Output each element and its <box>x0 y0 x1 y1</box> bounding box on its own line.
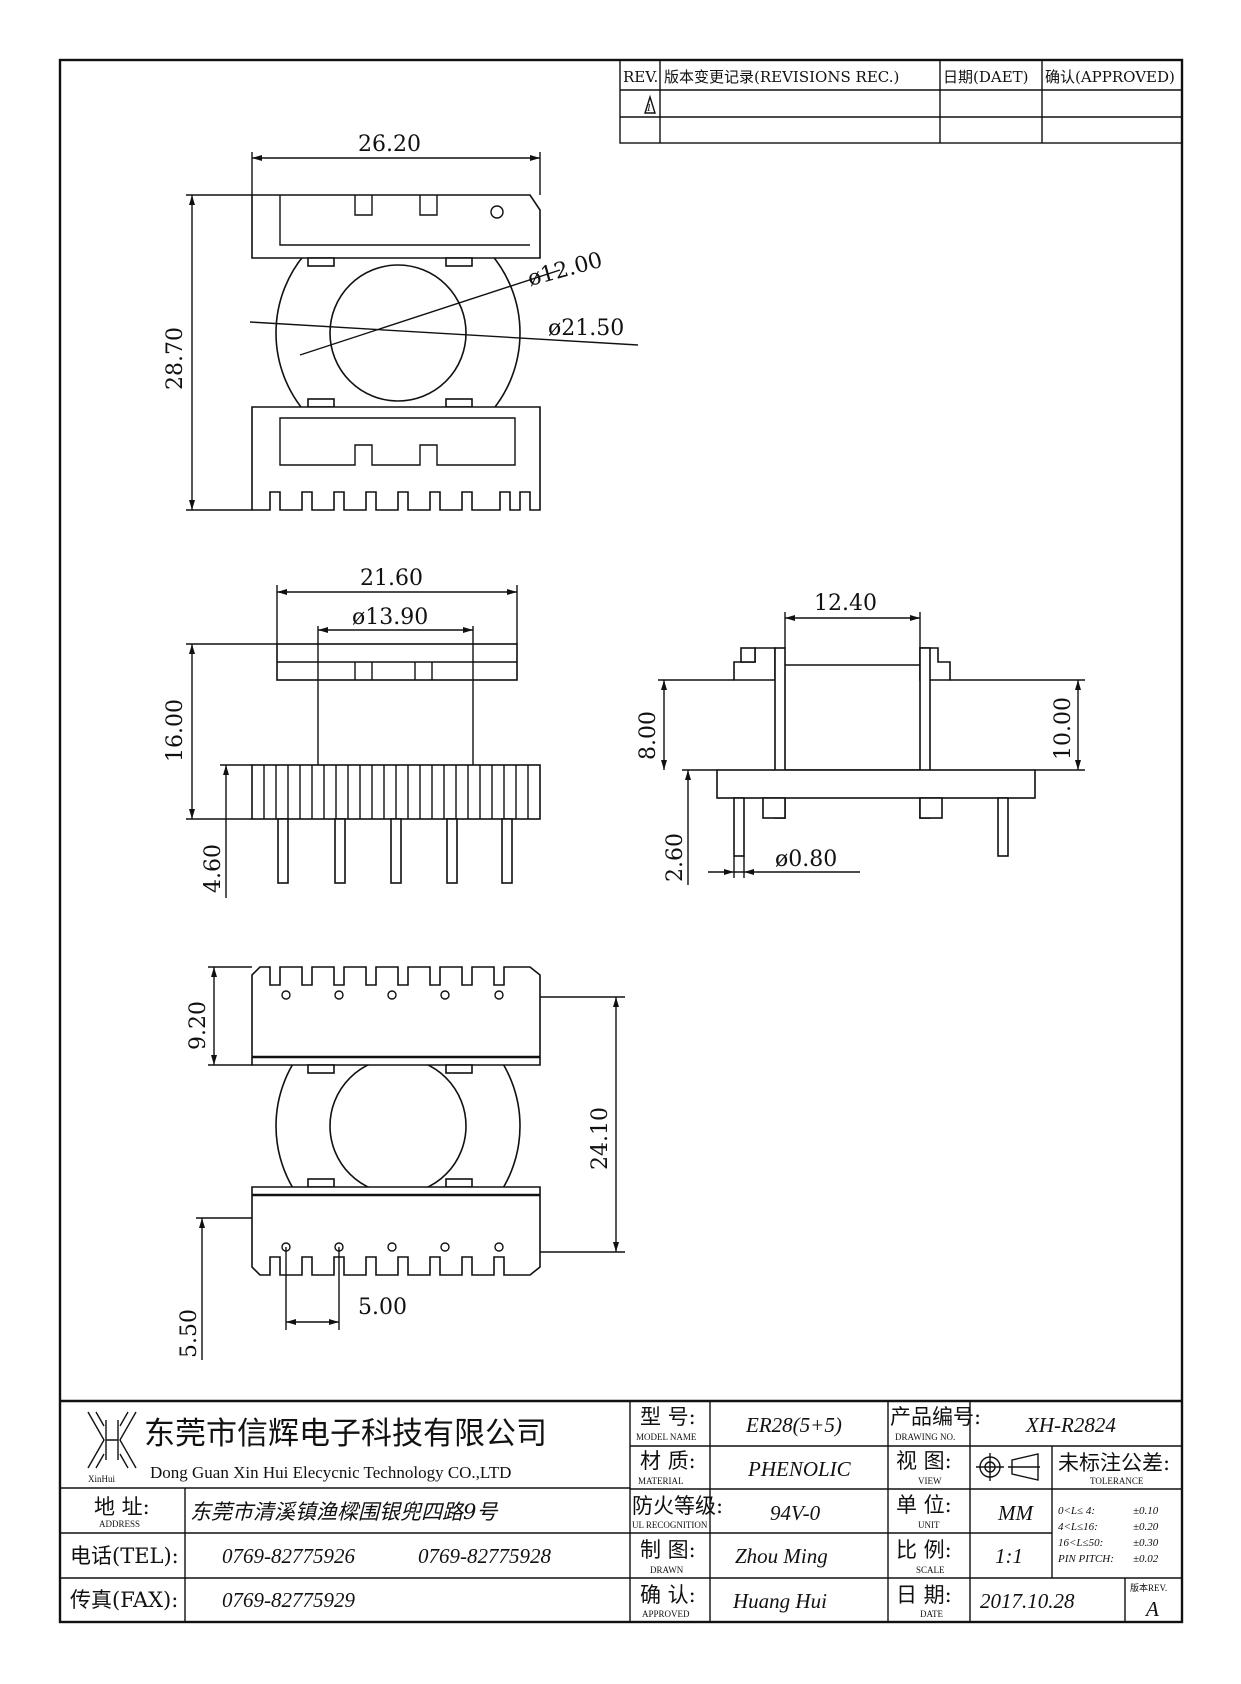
material-label: 材 质: <box>640 1449 696 1473</box>
ul-value: 94V-0 <box>770 1501 821 1525</box>
model-label: 型 号: <box>640 1405 696 1429</box>
drawing-no-value: XH-R2824 <box>1025 1413 1116 1437</box>
tolerance-range: 4<L≤16: <box>1058 1521 1098 1533</box>
material-label-en: MATERIAL <box>638 1476 684 1486</box>
rev-value: A <box>1144 1597 1159 1621</box>
approved-label: 确 认: <box>640 1583 696 1607</box>
address-value: 东莞市清溪镇渔樑围银兜四路9号 <box>190 1500 498 1524</box>
material-value: PHENOLIC <box>747 1457 852 1481</box>
date-label-en: DATE <box>920 1609 943 1619</box>
ul-label-en: UL RECOGNITION <box>632 1520 708 1530</box>
dim-side-pin: 2.60 <box>663 833 688 882</box>
front-view: 21.60 ø13.90 16.00 4.60 <box>163 566 541 898</box>
tolerance-value: ±0.20 <box>1133 1521 1159 1533</box>
scale-value: 1:1 <box>995 1544 1023 1568</box>
date-header: 日期(DAET) <box>943 68 1029 86</box>
tolerance-value: ±0.02 <box>1133 1553 1159 1565</box>
tel-label: 电话(TEL): <box>70 1544 179 1568</box>
company-name-en: Dong Guan Xin Hui Elecycnic Technology C… <box>150 1463 511 1482</box>
fax-value: 0769-82775929 <box>222 1588 355 1612</box>
unit-label: 单 位: <box>896 1493 952 1517</box>
title-block: XinHui 东莞市信辉电子科技有限公司 Dong Guan Xin Hui E… <box>60 1399 1182 1622</box>
dim-front-dia: ø13.90 <box>352 605 428 630</box>
company-logo: XinHui <box>87 1411 137 1484</box>
fax-label: 传真(FAX): <box>70 1588 178 1612</box>
tel-value-1: 0769-82775926 <box>222 1544 355 1568</box>
tolerance-label: 未标注公差: <box>1058 1451 1170 1475</box>
bottom-view: 9.20 24.10 5.00 5.50 <box>177 966 625 1360</box>
address-label-en: ADDRESS <box>99 1519 140 1529</box>
revision-table: REV. 版本变更记录(REVISIONS REC.) 日期(DAET) 确认(… <box>619 59 1183 144</box>
dim-bottom-top: 9.20 <box>186 1001 211 1050</box>
model-label-en: MODEL NAME <box>636 1432 697 1442</box>
rev-triangle-number: 1 <box>646 102 652 114</box>
drawn-label-en: DRAWN <box>650 1565 684 1575</box>
dim-bottom-pin: 5.50 <box>177 1309 202 1358</box>
tolerance-range: PIN PITCH: <box>1057 1553 1114 1565</box>
address-label: 地 址: <box>94 1495 150 1519</box>
scale-label: 比 例: <box>896 1538 952 1562</box>
tolerance-range: 16<L≤50: <box>1058 1537 1103 1549</box>
dim-top-height: 28.70 <box>163 327 188 390</box>
tolerance-range: 0<L≤ 4: <box>1058 1505 1095 1517</box>
tel-value-2: 0769-82775928 <box>418 1544 551 1568</box>
dim-side-span: 12.40 <box>814 591 877 616</box>
approved-label-en: APPROVED <box>642 1609 690 1619</box>
date-value: 2017.10.28 <box>980 1589 1075 1613</box>
tolerance-value: ±0.10 <box>1133 1505 1159 1517</box>
dim-front-width: 21.60 <box>360 566 423 591</box>
dim-side-h1: 8.00 <box>636 711 661 760</box>
dim-front-height: 16.00 <box>163 699 188 762</box>
drawing-no-label-en: DRAWING NO. <box>895 1432 955 1442</box>
company-name-cn: 东莞市信辉电子科技有限公司 <box>144 1416 547 1452</box>
date-label: 日 期: <box>896 1583 952 1607</box>
projection-symbol-icon <box>976 1453 1040 1481</box>
rev-triangle-icon <box>644 94 656 114</box>
tolerance-value: ±0.30 <box>1133 1537 1159 1549</box>
drawing-no-label: 产品编号: <box>890 1405 981 1429</box>
dim-outer-dia: ø21.50 <box>548 316 624 341</box>
dim-pin-dia: ø0.80 <box>775 847 837 872</box>
dim-top-width: 26.20 <box>358 132 421 157</box>
revisions-header: 版本变更记录(REVISIONS REC.) <box>664 68 899 86</box>
scale-label-en: SCALE <box>916 1565 945 1575</box>
tolerance-list: 0<L≤ 4: ±0.10 4<L≤16: ±0.20 16<L≤50: ±0.… <box>1057 1505 1159 1565</box>
rev-header: REV. <box>623 68 658 86</box>
tolerance-label-en: TOLERANCE <box>1090 1476 1144 1486</box>
approved-header: 确认(APPROVED) <box>1045 68 1175 86</box>
dim-pin-length: 4.60 <box>201 844 226 893</box>
dim-bottom-pitch: 5.00 <box>358 1295 407 1320</box>
side-view: 12.40 8.00 10.00 2.60 ø0.80 <box>636 591 1085 885</box>
logo-text: XinHui <box>88 1474 115 1484</box>
drawn-label: 制 图: <box>640 1538 696 1562</box>
dim-bottom-height: 24.10 <box>588 1107 613 1170</box>
top-view: 26.20 28.70 ø12.00 ø21.50 <box>163 132 639 511</box>
dim-side-h2: 10.00 <box>1051 697 1076 760</box>
ul-label: 防火等级: <box>632 1494 723 1518</box>
rev-label: 版本REV. <box>1130 1582 1167 1593</box>
drawn-value: Zhou Ming <box>735 1544 828 1568</box>
model-value: ER28(5+5) <box>745 1413 842 1437</box>
unit-value: MM <box>997 1501 1034 1525</box>
unit-label-en: UNIT <box>918 1520 940 1530</box>
view-label-en: VIEW <box>918 1476 942 1486</box>
drawing-frame <box>58 58 1184 1624</box>
view-label: 视 图: <box>896 1449 952 1473</box>
approved-value: Huang Hui <box>732 1589 827 1613</box>
